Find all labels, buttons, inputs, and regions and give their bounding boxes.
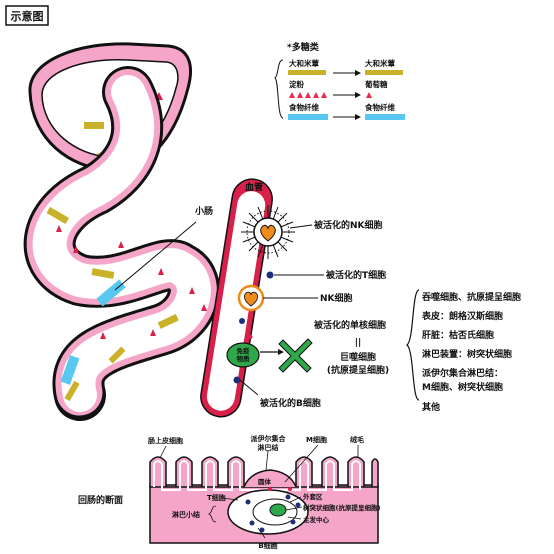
legend-row2-from: 淀粉 bbox=[289, 79, 304, 89]
small-intestine-label: 小肠 bbox=[194, 205, 213, 217]
blood-vessel-label: 血管 bbox=[245, 181, 263, 193]
legend-row1-swatch bbox=[288, 70, 326, 75]
right-list-item: M细胞、树突状细胞 bbox=[422, 381, 503, 393]
legend-row1-from: 大和米蕈 bbox=[289, 58, 319, 68]
peyer-label-2: 淋巴结 bbox=[258, 443, 279, 452]
equals-mark: || bbox=[355, 338, 362, 348]
b-activated-label: 被活化的B细胞 bbox=[260, 397, 321, 409]
immune-substance-capsule: 免疫 物质 bbox=[226, 342, 260, 368]
peyer-label-1: 派伊尔集合 bbox=[251, 434, 287, 443]
legend-starch-triangles bbox=[289, 92, 327, 98]
intestine-contents: 小肠 bbox=[46, 205, 213, 402]
t-cell-label: T细胞 bbox=[207, 493, 226, 502]
b-cell-dot bbox=[233, 376, 241, 384]
nk-activated-label: 被活化的NK细胞 bbox=[314, 219, 383, 231]
legend: *多糖类 大和米蕈 大和米蕈 淀粉 葡萄糖 食物纤维 食物纤维 bbox=[274, 41, 405, 120]
legend-row3-swatch bbox=[288, 114, 328, 120]
ileum-section bbox=[149, 456, 379, 544]
header-title-box: 示意图 bbox=[5, 5, 49, 26]
lymph-nodule-label: 淋巴小结 bbox=[172, 510, 200, 519]
dome-label: 圆体 bbox=[258, 477, 272, 486]
right-list: 吞噬细胞、抗原提呈细胞 表皮：朗格汉斯细胞 肝脏：枯否氏细胞 淋巴装置：树突状细… bbox=[421, 291, 521, 413]
legend-title: *多糖类 bbox=[287, 41, 320, 53]
right-bracket bbox=[405, 289, 420, 401]
right-list-item: 表皮：朗格汉斯细胞 bbox=[421, 310, 503, 322]
apc-label: (抗原提呈细胞) bbox=[327, 364, 389, 376]
m-cell-label: M细胞 bbox=[306, 435, 327, 444]
legend-row1-to-swatch bbox=[365, 70, 403, 75]
right-list-item: 淋巴装置：树突状细胞 bbox=[422, 348, 512, 360]
legend-row3-to-swatch bbox=[365, 114, 405, 120]
right-list-item: 派伊尔集合淋巴结： bbox=[422, 367, 503, 379]
blood-vessel: 血管 被活化的NK细胞 被活化的T细胞 NK细胞 bbox=[200, 178, 386, 418]
right-list-item: 吞噬细胞、抗原提呈细胞 bbox=[422, 291, 521, 303]
dendritic-label: 树突状细胞(抗原提呈细胞) bbox=[303, 503, 380, 512]
lymphocyte-dot bbox=[239, 318, 245, 324]
t-activated-label: 被活化的T细胞 bbox=[326, 269, 386, 281]
macrophage-label: 巨噬细胞 bbox=[340, 351, 376, 363]
nk-cell-label: NK细胞 bbox=[320, 292, 353, 304]
legend-glucose-triangle bbox=[366, 92, 372, 98]
mono-activated-label: 被活化的单核细胞 bbox=[314, 319, 386, 331]
paracortex-label: 外套区 bbox=[303, 492, 323, 501]
ileum-labels bbox=[159, 444, 359, 539]
legend-row3-from: 食物纤维 bbox=[289, 102, 319, 112]
macrophage-icon bbox=[278, 338, 313, 373]
lymphocyte-dot bbox=[247, 334, 253, 340]
epithelium-label: 肠上皮细胞 bbox=[147, 436, 183, 445]
release-label-2: 物质 bbox=[237, 354, 251, 363]
release-label-1: 免疫 bbox=[237, 346, 251, 355]
legend-row2-to: 葡萄糖 bbox=[364, 79, 388, 89]
legend-row3-to: 食物纤维 bbox=[365, 102, 395, 112]
nk-cell bbox=[237, 284, 265, 312]
header-title: 示意图 bbox=[10, 9, 44, 23]
dendritic-cell bbox=[269, 503, 287, 517]
nk-activated-cell bbox=[241, 205, 295, 259]
villus-label: 绒毛 bbox=[350, 435, 364, 444]
legend-row1-to: 大和米蕈 bbox=[365, 58, 395, 68]
right-list-item: 肝脏：枯否氏细胞 bbox=[422, 329, 494, 341]
b-cell-label: B细胞 bbox=[258, 541, 277, 550]
t-cell-dot bbox=[266, 271, 274, 279]
ileum-section-label: 回肠的断面 bbox=[78, 494, 123, 506]
germinal-label: 主发中心 bbox=[303, 515, 330, 524]
right-list-item: 其他 bbox=[422, 401, 440, 413]
